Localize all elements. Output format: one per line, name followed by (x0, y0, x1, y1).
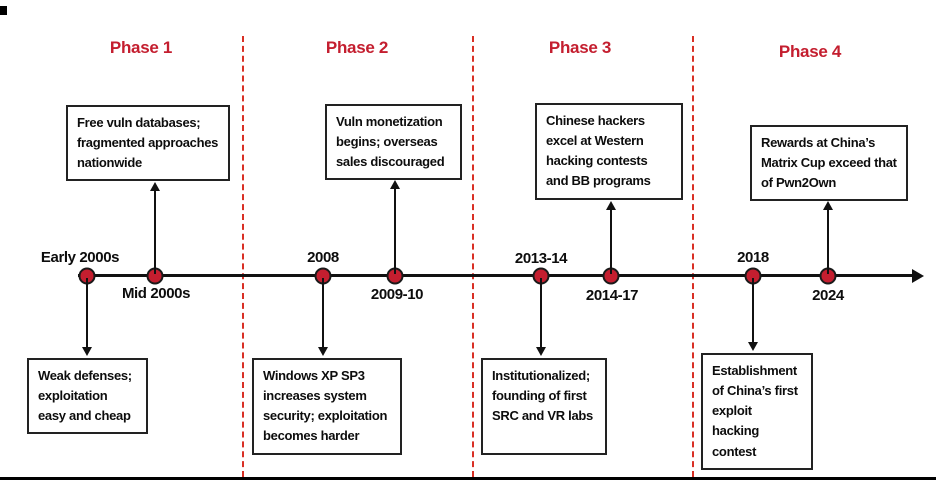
event-connector (394, 188, 396, 274)
arrowhead-down-icon (748, 342, 758, 351)
event-box: Chinese hackers excel at Western hacking… (535, 103, 683, 200)
event-connector (752, 278, 754, 343)
arrowhead-up-icon (150, 182, 160, 191)
event-box: Institutionalized; founding of first SRC… (481, 358, 607, 455)
phase-2-label: Phase 2 (325, 38, 389, 57)
phase-divider-1 (242, 36, 244, 477)
event-date-label: 2008 (307, 249, 339, 266)
arrowhead-down-icon (536, 347, 546, 356)
timeline-axis (78, 274, 916, 277)
event-connector (827, 209, 829, 274)
event-box: Weak defenses; exploitation easy and che… (27, 358, 148, 435)
event-box: Vuln monetization begins; overseas sales… (325, 104, 462, 181)
arrowhead-right-icon (912, 269, 924, 283)
arrowhead-down-icon (82, 347, 92, 356)
event-connector (610, 209, 612, 274)
event-connector (154, 190, 156, 274)
phase-divider-3 (692, 36, 694, 477)
phase-3-label: Phase 3 (548, 38, 612, 57)
event-date-label: 2018 (737, 249, 769, 266)
arrowhead-down-icon (318, 347, 328, 356)
event-box: Rewards at China’s Matrix Cup exceed tha… (750, 125, 908, 202)
arrowhead-up-icon (606, 201, 616, 210)
arrowhead-up-icon (823, 201, 833, 210)
event-date-label: 2013-14 (514, 250, 568, 267)
event-box: Establishment of China’s first exploit h… (701, 353, 813, 470)
event-date-label: Mid 2000s (121, 285, 191, 302)
phase-4-label: Phase 4 (778, 42, 842, 61)
event-date-label: Early 2000s (40, 249, 120, 266)
event-box: Windows XP SP3 increases system security… (252, 358, 402, 455)
event-date-label: 2009-10 (370, 286, 424, 303)
event-connector (322, 278, 324, 348)
phase-divider-2 (472, 36, 474, 477)
left-edge-mark (0, 6, 7, 15)
arrowhead-up-icon (390, 180, 400, 189)
phase-1-label: Phase 1 (109, 38, 173, 57)
event-date-label: 2024 (812, 287, 844, 304)
event-connector (86, 278, 88, 348)
event-box: Free vuln databases; fragmented approach… (66, 105, 230, 182)
event-connector (540, 278, 542, 348)
bottom-divider (0, 477, 936, 480)
event-date-label: 2014-17 (585, 287, 639, 304)
